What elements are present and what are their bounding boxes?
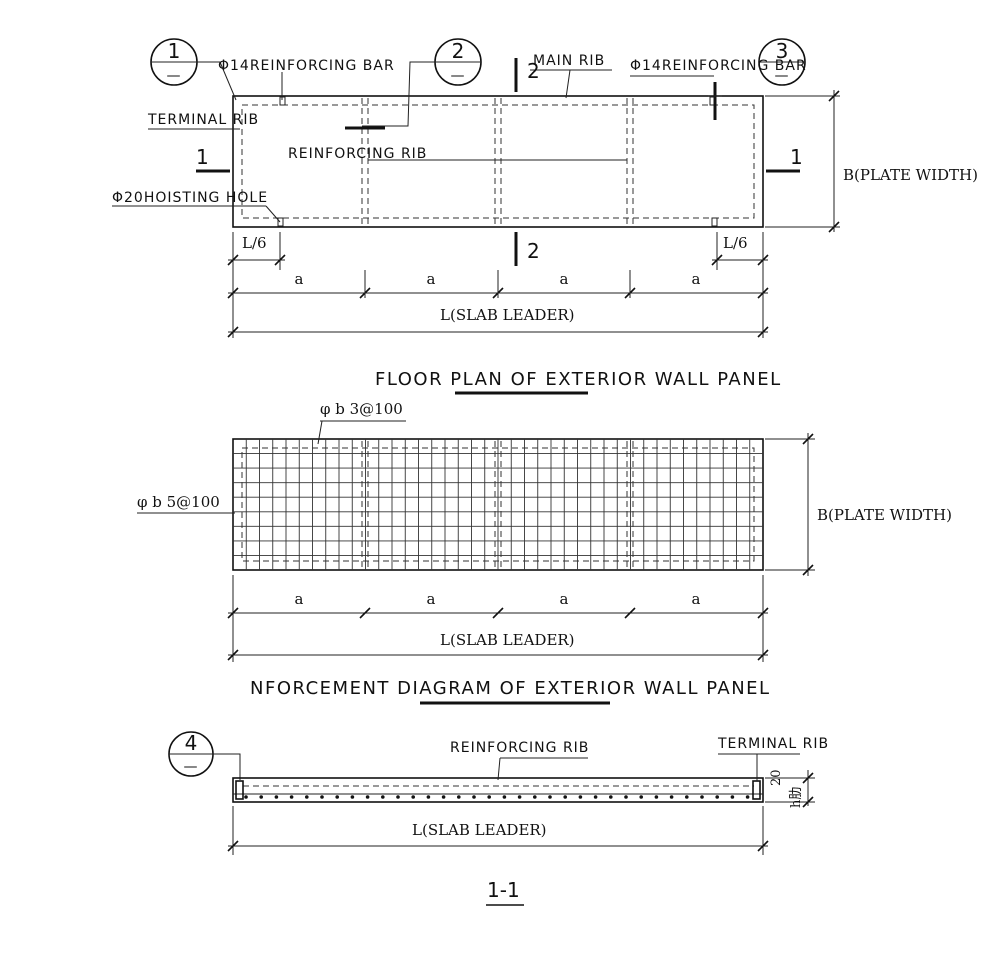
plan-dim-a-2: a xyxy=(427,270,436,288)
callout-2-number: 2 xyxy=(452,39,465,63)
section-bar-dot xyxy=(441,795,446,799)
callout-2-denominator: — xyxy=(451,68,466,84)
reinforcement-ribs xyxy=(361,441,634,568)
section-bar-dot xyxy=(548,795,552,799)
reinforcement-dim-a-1: a xyxy=(295,590,304,608)
reinforcement-dim-a-4: a xyxy=(692,590,701,608)
section-bar-dot xyxy=(730,795,735,799)
hoisting-hole-label: Φ20HOISTING HOLE xyxy=(112,190,268,206)
reinforcing-rib-label: REINFORCING RIB xyxy=(288,146,427,162)
section-1-left-mark: 1 xyxy=(196,145,209,169)
section-bar-dot xyxy=(609,795,613,799)
section-bar-dot xyxy=(289,795,294,799)
callout-4-number: 4 xyxy=(185,731,198,755)
section-bar-dot xyxy=(578,795,583,799)
section-1-1: 4 — REINFORCING RIB TERMINAL RIB 20 h肋 L… xyxy=(168,731,829,906)
section-terminal-rib-label: TERMINAL RIB xyxy=(717,736,829,752)
section-bar-dot xyxy=(305,795,309,799)
section-2-bottom-mark: 2 xyxy=(527,239,540,263)
section-bar-dot xyxy=(533,795,537,799)
section-length-label: L(SLAB LEADER) xyxy=(412,821,547,839)
section-2-top-mark: 2 xyxy=(527,59,540,83)
callout-4: 4 — xyxy=(168,731,241,780)
section-dim-20: 20 xyxy=(769,769,784,786)
section-bar-dot xyxy=(244,795,248,799)
section-bar-dot xyxy=(457,795,461,799)
callout-4-denominator: — xyxy=(184,759,199,775)
plan-width-label: B(PLATE WIDTH) xyxy=(843,166,978,184)
callout-1: 1 — xyxy=(150,38,237,101)
callout-3-denominator: — xyxy=(775,68,790,84)
section-bar-dot xyxy=(669,795,674,799)
section-bar-dot xyxy=(259,795,264,799)
reinforcement-dim-a-2: a xyxy=(427,590,436,608)
reinforcement-diagram-title: NFORCEMENT DIAGRAM OF EXTERIOR WALL PANE… xyxy=(250,678,771,699)
plan-inner-dashed-outline xyxy=(241,104,755,219)
section-bar-dot xyxy=(715,795,719,799)
section-bar-dot xyxy=(639,795,643,799)
section-title: 1-1 xyxy=(487,878,520,902)
section-dim-h: h肋 xyxy=(789,787,804,808)
left-reinforcing-bar-label: Φ14REINFORCING BAR xyxy=(218,58,395,74)
dim-l6-left: L/6 xyxy=(242,234,267,252)
reinforcement-mesh xyxy=(233,439,763,570)
callout-1-number: 1 xyxy=(168,39,181,63)
plan-ribs xyxy=(361,98,634,225)
section-bar-dot xyxy=(350,795,355,799)
section-1-right-mark: 1 xyxy=(790,145,803,169)
floor-plan: 1 — Φ14REINFORCING BAR 2 — MAIN RIB 2 2 xyxy=(112,38,978,395)
section-slab-outline xyxy=(232,777,764,803)
section-bar-dots xyxy=(244,795,750,799)
plan-dim-a-1: a xyxy=(295,270,304,288)
callout-1-denominator: — xyxy=(167,68,182,84)
section-bar-dot xyxy=(517,795,522,799)
top-bar-label: φ b 3@100 xyxy=(320,400,403,418)
section-bar-dot xyxy=(745,795,750,799)
section-bar-dot xyxy=(381,795,385,799)
plan-panel-outline xyxy=(232,95,764,228)
callout-3: 3 — xyxy=(758,38,806,86)
section-bar-dot xyxy=(426,795,431,799)
reinforcement-diagram: φ b 3@100 φ b 5@100 B(PLATE WIDTH) a a a… xyxy=(137,400,952,705)
section-bar-dot xyxy=(487,795,492,799)
plan-dim-a-3: a xyxy=(560,270,569,288)
reinforcement-width-label: B(PLATE WIDTH) xyxy=(817,506,952,524)
section-reinforcing-rib-label: REINFORCING RIB xyxy=(450,740,589,756)
section-bar-dot xyxy=(396,795,400,799)
section-bar-dot xyxy=(320,795,324,799)
reinforcement-length-label: L(SLAB LEADER) xyxy=(440,631,575,649)
section-bar-dot xyxy=(563,795,567,799)
section-bar-dot xyxy=(365,795,370,799)
main-rib-label: MAIN RIB xyxy=(533,53,605,69)
section-bar-dot xyxy=(685,795,689,799)
dim-l6-right: L/6 xyxy=(723,234,748,252)
section-bar-dot xyxy=(411,795,416,799)
section-bar-dot xyxy=(274,795,279,799)
callout-3-number: 3 xyxy=(776,39,789,63)
plan-length-label: L(SLAB LEADER) xyxy=(440,306,575,324)
floor-plan-title: FLOOR PLAN OF EXTERIOR WALL PANEL xyxy=(375,369,782,390)
section-bar-dot xyxy=(593,795,598,799)
reinforcement-dim-a-3: a xyxy=(560,590,569,608)
section-bar-dot xyxy=(502,795,507,799)
side-bar-label: φ b 5@100 xyxy=(137,493,220,511)
section-bar-dot xyxy=(472,795,476,799)
plan-dim-a-4: a xyxy=(692,270,701,288)
terminal-rib-label: TERMINAL RIB xyxy=(147,112,259,128)
section-bar-dot xyxy=(335,795,340,799)
section-bar-dot xyxy=(700,795,704,799)
section-bar-dot xyxy=(654,795,659,799)
right-reinforcing-bar-label: Φ14REINFORCING BAR xyxy=(630,58,807,74)
section-bar-dot xyxy=(624,795,628,799)
callout-2: 2 — xyxy=(345,38,482,130)
